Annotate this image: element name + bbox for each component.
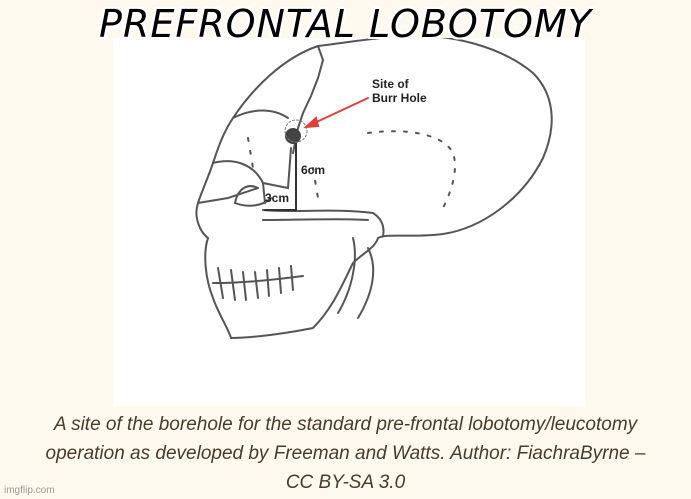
caption-line: A site of the borehole for the standard … [53,414,638,435]
6cm-label: 6cm [301,163,326,177]
caption-line: operation as developed by Freeman and Wa… [45,443,646,464]
label-line: Burr Hole [372,91,427,105]
skull-drawing [195,38,553,340]
caption-line: CC BY-SA 3.0 [285,472,406,493]
3cm-label: 3cm [265,191,290,205]
cranium-outline [195,38,553,340]
arrow [307,97,369,127]
meme-title: PREFRONTAL LOBOTOMY [99,2,592,46]
watermark: imgflip.com [4,485,55,496]
label-line: Site of [372,77,409,91]
skull-diagram: Site of Burr Hole 6cm 3cm [113,38,585,406]
caption: A site of the borehole for the standard … [0,410,691,497]
burr-hole-label: Site of Burr Hole [372,77,427,105]
